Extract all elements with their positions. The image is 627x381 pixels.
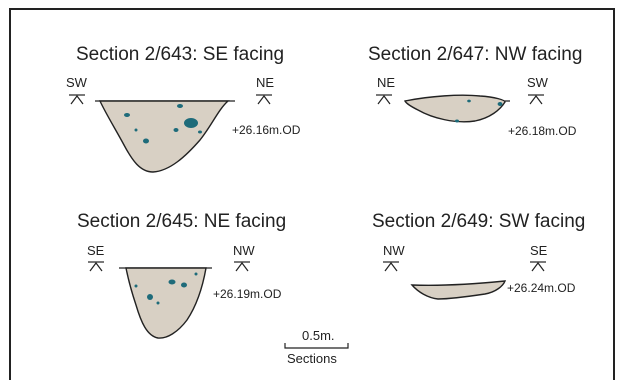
section-647: Section 2/647: NW facing NE SW +26.18m.O… <box>368 44 582 138</box>
section-649-profile <box>410 280 507 300</box>
section-645-profile <box>125 267 207 339</box>
section-643-left-datum-marker <box>69 94 85 105</box>
section-647-profile <box>403 94 506 123</box>
section-645-left-direction: SE <box>87 243 105 258</box>
section-643-right-datum-marker <box>256 94 272 105</box>
section-645-inclusions <box>134 272 198 305</box>
section-645-right-datum-marker <box>234 261 250 272</box>
section-649-left-direction: NW <box>383 243 405 258</box>
section-645-left-datum-marker <box>88 261 104 272</box>
section-647-inclusions <box>455 99 503 123</box>
section-645: Section 2/645: NE facing SE NW +26.19m.O… <box>77 211 286 339</box>
section-643-profile <box>98 100 230 173</box>
section-649-right-datum-marker <box>530 261 546 272</box>
section-643-left-direction: SW <box>66 75 88 90</box>
section-643: Section 2/643: SE facing SW NE +26.16m.O… <box>66 44 301 173</box>
section-643-right-direction: NE <box>256 75 274 90</box>
scale-caption: Sections <box>287 351 337 366</box>
section-645-level: +26.19m.OD <box>213 287 282 301</box>
section-647-level: +26.18m.OD <box>508 124 577 138</box>
section-647-left-datum-marker <box>376 94 392 105</box>
section-649-left-datum-marker <box>383 261 399 272</box>
section-643-inclusions <box>124 104 202 144</box>
section-649-right-direction: SE <box>530 243 548 258</box>
section-645-right-direction: NW <box>233 243 255 258</box>
section-647-right-direction: SW <box>527 75 549 90</box>
figure-frame <box>9 8 615 380</box>
section-647-right-datum-marker <box>528 94 544 105</box>
section-647-title: Section 2/647: NW facing <box>368 44 582 65</box>
section-647-left-direction: NE <box>377 75 395 90</box>
section-645-title: Section 2/645: NE facing <box>77 211 286 232</box>
section-643-level: +26.16m.OD <box>232 123 301 137</box>
section-649-title: Section 2/649: SW facing <box>372 211 585 232</box>
scale-bar: 0.5m. Sections <box>284 328 349 366</box>
section-649: Section 2/649: SW facing NW SE +26.24m.O… <box>372 211 585 300</box>
scale-value: 0.5m. <box>302 328 335 343</box>
scale-line <box>284 343 349 349</box>
section-649-level: +26.24m.OD <box>507 281 576 295</box>
section-643-title: Section 2/643: SE facing <box>76 44 284 65</box>
